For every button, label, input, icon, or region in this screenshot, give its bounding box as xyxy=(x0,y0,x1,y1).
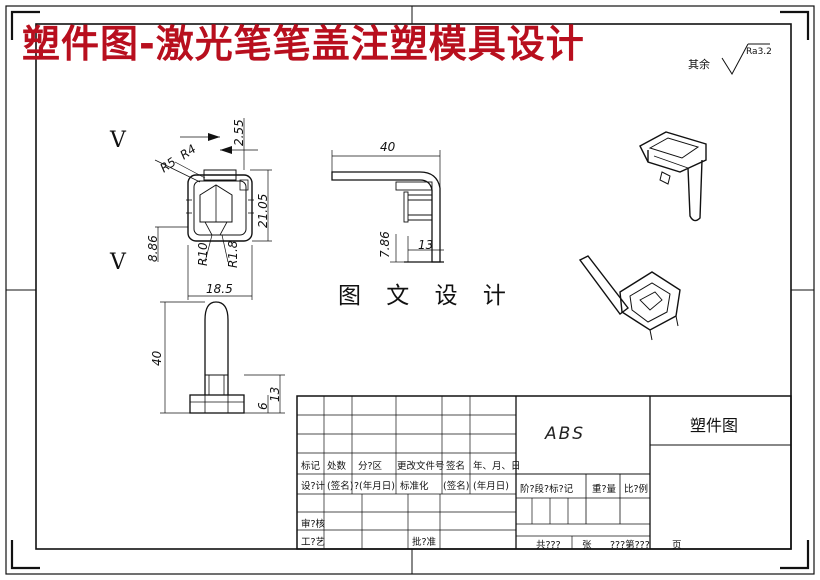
tb-zone: 分?区 xyxy=(358,461,383,472)
isometric-view-top xyxy=(639,131,707,222)
tb-design-date: ?(年月日) xyxy=(354,481,395,492)
tb-scale-label: 比?例 xyxy=(624,484,649,495)
tb-standard: 标准化 xyxy=(400,481,429,492)
dim-40-side: 40 xyxy=(380,140,396,154)
tb-sheet-no: ???第??? xyxy=(610,540,650,551)
title-block xyxy=(296,395,792,550)
banner-title: 塑件图-激光笔笔盖注塑模具设计 xyxy=(22,22,585,66)
dim-r1-8: R1.8 xyxy=(226,240,240,268)
dim-40-bottom: 40 xyxy=(150,350,164,366)
tb-mark: 标记 xyxy=(301,461,321,472)
roughness-symbol xyxy=(721,43,770,75)
dim-7-86: 7.86 xyxy=(378,231,392,258)
dim-8-86: 8.86 xyxy=(146,235,160,262)
isometric-view-bottom xyxy=(578,255,681,341)
dim-2-55: 2.55 xyxy=(232,119,246,146)
tb-sign: 签名 xyxy=(446,461,466,472)
centering-marks xyxy=(6,6,814,574)
view-mark-top: V xyxy=(110,128,126,153)
tb-date: 年、月、日 xyxy=(473,461,521,472)
tb-total-sheets: 共??? xyxy=(536,540,561,551)
roughness-label: 其余 xyxy=(688,58,710,71)
tb-page-word: 页 xyxy=(672,540,682,551)
roughness-value: Ra3.2 xyxy=(746,47,772,57)
tb-design: 设?计 xyxy=(301,481,326,492)
corner-marks xyxy=(10,10,810,570)
watermark-text: 图 文 设 计 xyxy=(338,283,515,309)
dim-13-bottom: 13 xyxy=(268,386,282,402)
tb-weight-label: 重?量 xyxy=(592,484,617,495)
tb-review: 审?核 xyxy=(301,519,326,530)
tb-approve: 批?准 xyxy=(412,537,437,548)
bottom-view xyxy=(160,301,285,414)
dim-6: 6 xyxy=(256,402,270,410)
dim-18-5: 18.5 xyxy=(206,282,233,296)
material-text: ABS xyxy=(545,424,586,444)
dim-21-05: 21.05 xyxy=(256,193,270,228)
tb-stage-label: 阶?段?标?记 xyxy=(520,484,574,495)
side-view xyxy=(331,150,444,263)
drawing-name: 塑件图 xyxy=(690,416,739,435)
dim-r10: R10 xyxy=(196,242,210,266)
front-view xyxy=(154,118,272,300)
tb-process: 工?艺 xyxy=(301,537,326,548)
dim-13-side: 13 xyxy=(418,238,434,252)
tb-change-doc: 更改文件号 xyxy=(397,461,445,472)
tb-std-date: (年月日) xyxy=(473,481,509,492)
tb-design-sign: (签名) xyxy=(327,481,354,492)
tb-std-sign: (签名) xyxy=(443,481,470,492)
tb-count: 处数 xyxy=(327,461,347,472)
view-mark-bottom: V xyxy=(110,250,126,275)
tb-sheet-word: 张 xyxy=(582,540,592,551)
